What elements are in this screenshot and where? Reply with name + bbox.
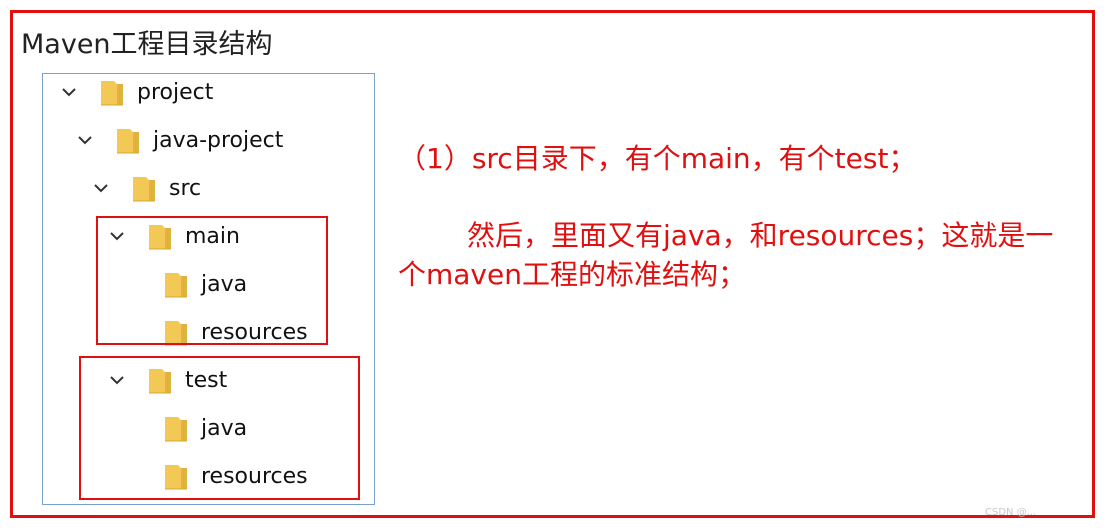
folder-icon bbox=[163, 414, 189, 444]
folder-icon bbox=[131, 174, 157, 204]
tree-node-label: java bbox=[201, 272, 248, 297]
tree-node-label: resources bbox=[201, 320, 308, 345]
tree-node-label: main bbox=[185, 224, 240, 249]
note-line-1: （1）src目录下，有个main，有个test； bbox=[398, 142, 917, 175]
tree-node-main-java[interactable]: java bbox=[43, 270, 373, 300]
tree-node-label: test bbox=[185, 368, 228, 393]
folder-icon bbox=[147, 366, 173, 396]
chevron-down-icon[interactable] bbox=[76, 131, 94, 149]
test-highlight-box bbox=[79, 356, 360, 500]
folder-icon bbox=[115, 126, 141, 156]
tree-node-label: java bbox=[201, 416, 248, 441]
tree-node-label: java-project bbox=[153, 128, 284, 153]
folder-icon bbox=[147, 222, 173, 252]
chevron-down-icon[interactable] bbox=[92, 179, 110, 197]
chevron-down-icon[interactable] bbox=[108, 371, 126, 389]
tree-node-main[interactable]: main bbox=[43, 222, 373, 252]
tree-node-project[interactable]: project bbox=[43, 78, 373, 108]
tree-node-src[interactable]: src bbox=[43, 174, 373, 204]
tree-node-label: project bbox=[137, 80, 214, 105]
chevron-down-icon[interactable] bbox=[108, 227, 126, 245]
tree-node-test-java[interactable]: java bbox=[43, 414, 373, 444]
tree-node-label: resources bbox=[201, 464, 308, 489]
tree-node-label: src bbox=[169, 176, 202, 201]
folder-icon bbox=[163, 270, 189, 300]
note-line-2: 然后，里面又有java，和resources；这就是一 bbox=[467, 219, 1054, 252]
folder-icon bbox=[99, 78, 125, 108]
chevron-down-icon[interactable] bbox=[60, 83, 78, 101]
watermark: CSDN @... bbox=[985, 507, 1037, 518]
tree-node-main-resources[interactable]: resources bbox=[43, 318, 373, 348]
note-line-3: 个maven工程的标准结构； bbox=[398, 258, 746, 291]
main-highlight-box bbox=[96, 216, 328, 345]
folder-icon bbox=[163, 318, 189, 348]
tree-node-test-resources[interactable]: resources bbox=[43, 462, 373, 492]
highlight-frame bbox=[10, 10, 1095, 518]
tree-node-java-project[interactable]: java-project bbox=[43, 126, 373, 156]
folder-icon bbox=[163, 462, 189, 492]
page-title: Maven工程目录结构 bbox=[21, 29, 273, 60]
tree-node-test[interactable]: test bbox=[43, 366, 373, 396]
